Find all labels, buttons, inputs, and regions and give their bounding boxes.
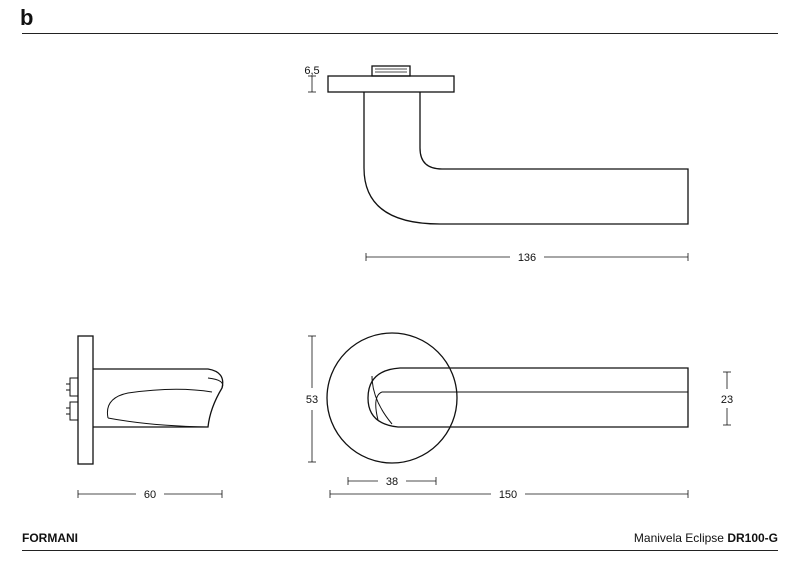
dim-top-length: 136 bbox=[518, 252, 536, 264]
dim-rose-thickness: 6,5 bbox=[304, 65, 319, 77]
product-name: Manivela Eclipse bbox=[633, 531, 724, 545]
front-view-lever bbox=[367, 367, 455, 428]
front-view bbox=[326, 332, 689, 464]
dim-front-length: 150 bbox=[499, 489, 517, 501]
dim-rose-diameter: 53 bbox=[306, 394, 318, 406]
top-view-lever bbox=[363, 92, 689, 225]
brand-logo: b bbox=[20, 5, 34, 30]
top-view-spindle bbox=[371, 65, 411, 77]
side-view bbox=[66, 335, 224, 465]
footer-rule bbox=[22, 550, 778, 551]
product-code: DR100-G bbox=[727, 531, 778, 545]
side-view-lever bbox=[93, 368, 224, 428]
top-view bbox=[327, 65, 689, 225]
footer-brand: FORMANI bbox=[22, 531, 78, 545]
top-view-rose bbox=[327, 75, 455, 93]
header-rule bbox=[22, 33, 778, 34]
side-view-rose bbox=[77, 335, 94, 465]
dim-side-depth: 60 bbox=[144, 489, 156, 501]
dim-rose-offset: 38 bbox=[386, 476, 398, 488]
dim-lever-height: 23 bbox=[721, 394, 733, 406]
footer-product: Manivela Eclipse DR100-G bbox=[634, 531, 778, 545]
front-view-rose bbox=[326, 332, 458, 464]
